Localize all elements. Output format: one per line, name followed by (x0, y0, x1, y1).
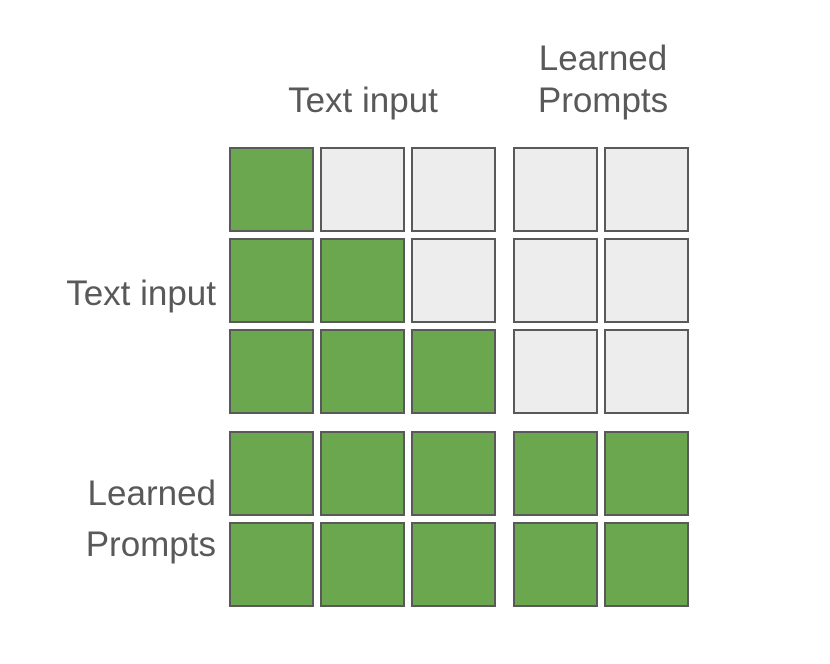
attention-mask-grid (229, 147, 692, 612)
mask-cell (604, 431, 689, 516)
mask-cell (513, 147, 598, 232)
mask-cell (513, 522, 598, 607)
mask-cell (411, 522, 496, 607)
mask-cell (411, 238, 496, 323)
mask-cell (604, 147, 689, 232)
mask-cell (320, 238, 405, 323)
row-label-text-input: Text input (66, 274, 216, 313)
mask-cell (229, 147, 314, 232)
column-header-learned-prompts: Learned Prompts (537, 39, 669, 120)
mask-cell (513, 329, 598, 414)
column-header-text-input: Text input (288, 81, 438, 120)
mask-cell (411, 147, 496, 232)
mask-cell (320, 522, 405, 607)
mask-cell (604, 329, 689, 414)
mask-cell (411, 431, 496, 516)
mask-cell (604, 238, 689, 323)
row-label-learned-prompts: Learned Prompts (85, 474, 216, 564)
mask-cell (229, 522, 314, 607)
mask-cell (513, 431, 598, 516)
mask-cell (320, 431, 405, 516)
mask-cell (513, 238, 598, 323)
mask-cell (411, 329, 496, 414)
mask-cell (229, 329, 314, 414)
mask-cell (320, 329, 405, 414)
mask-cell (229, 431, 314, 516)
mask-cell (604, 522, 689, 607)
mask-cell (320, 147, 405, 232)
mask-cell (229, 238, 314, 323)
